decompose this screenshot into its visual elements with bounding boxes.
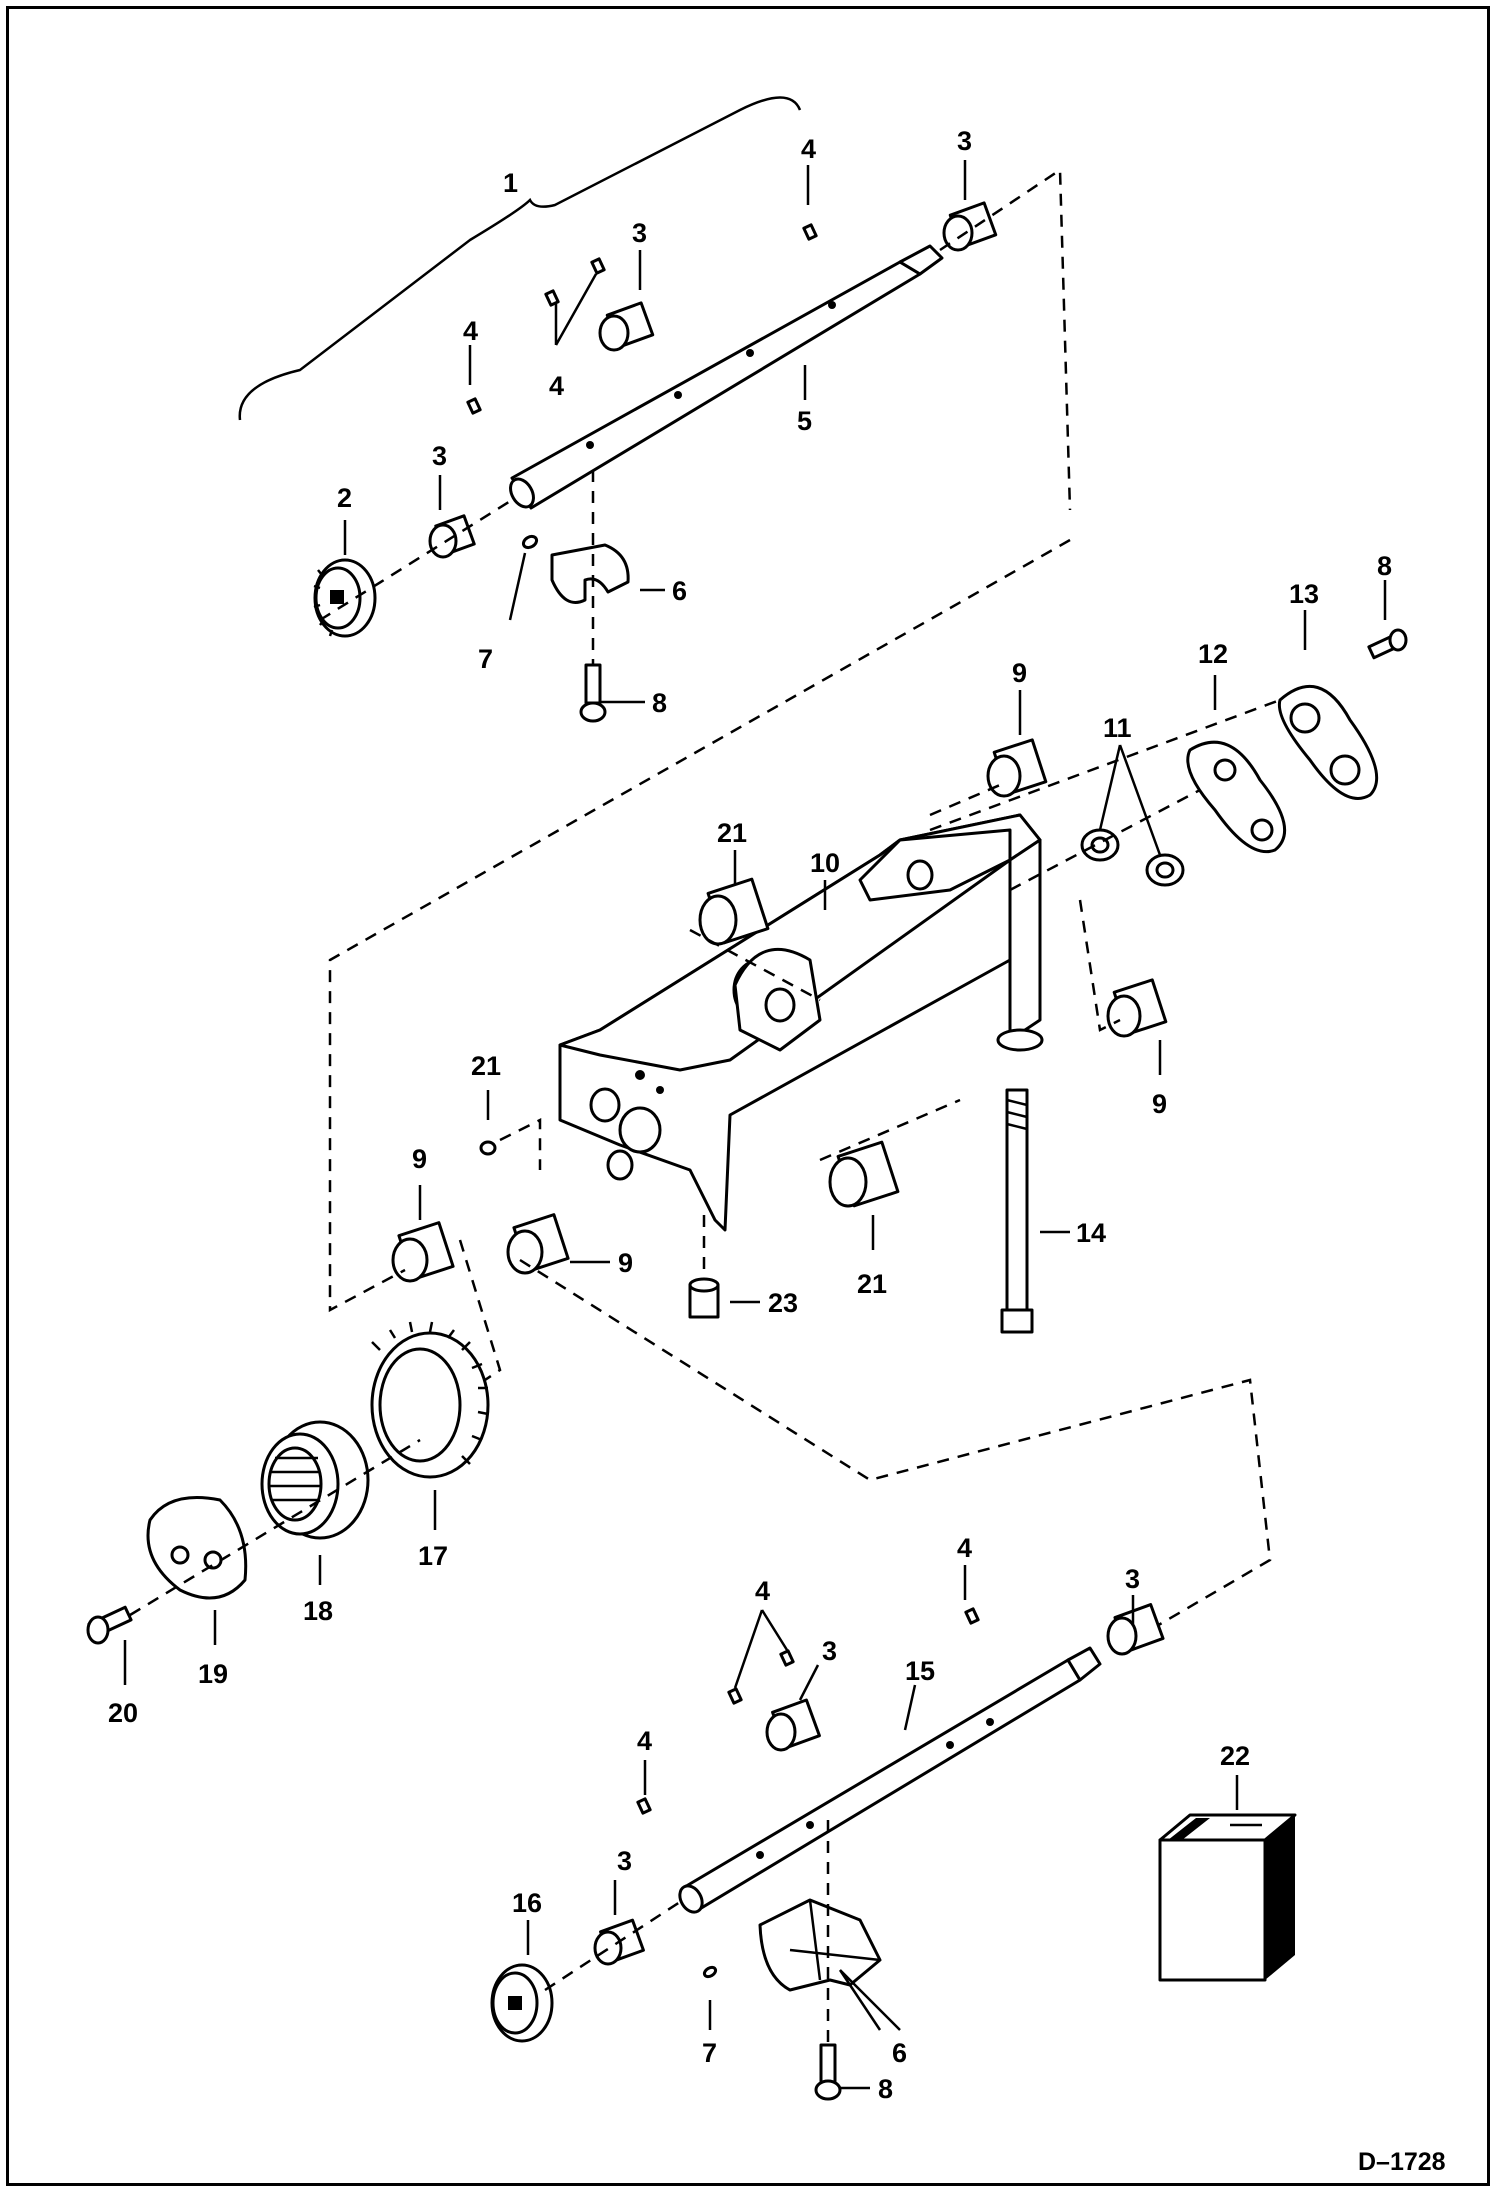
callout-6: 6 bbox=[672, 576, 687, 606]
callout-19: 19 bbox=[198, 1659, 228, 1689]
callout-17: 17 bbox=[418, 1541, 448, 1571]
gear-2-top bbox=[313, 558, 377, 638]
callout-7: 7 bbox=[702, 2038, 717, 2068]
callout-leaders bbox=[123, 160, 1387, 2090]
flange-13 bbox=[1277, 684, 1379, 800]
callout-7: 7 bbox=[478, 644, 493, 674]
callout-9: 9 bbox=[1012, 658, 1027, 688]
callout-3: 3 bbox=[822, 1636, 837, 1666]
callout-4: 4 bbox=[463, 316, 478, 346]
screw-8-bottom bbox=[814, 1820, 842, 2101]
callout-4: 4 bbox=[801, 134, 816, 164]
pin-21-small bbox=[479, 1140, 497, 1156]
callout-21: 21 bbox=[471, 1051, 501, 1081]
callout-5: 5 bbox=[797, 406, 812, 436]
key-7-top bbox=[508, 534, 539, 621]
callout-6: 6 bbox=[892, 2038, 907, 2068]
leader-housing-left bbox=[328, 538, 1071, 1313]
callout-15: 15 bbox=[905, 1656, 935, 1686]
callout-16: 16 bbox=[512, 1888, 542, 1918]
callout-3: 3 bbox=[957, 126, 972, 156]
callout-2: 2 bbox=[337, 483, 352, 513]
callout-13: 13 bbox=[1289, 579, 1319, 609]
cap-19 bbox=[146, 1496, 248, 1600]
bushing-3-bottom-left bbox=[593, 1918, 645, 1966]
callout-3: 3 bbox=[1125, 1564, 1140, 1594]
leader-bushing-21-top bbox=[689, 928, 821, 1002]
drawing-border bbox=[6, 6, 1490, 2186]
camshaft-bottom bbox=[678, 1646, 1102, 1914]
screw-20 bbox=[86, 1605, 133, 1645]
gear-17 bbox=[370, 1321, 490, 1479]
callout-8: 8 bbox=[652, 688, 667, 718]
callout-9: 9 bbox=[1152, 1089, 1167, 1119]
pins-4-top bbox=[466, 223, 818, 415]
bearing-9-right bbox=[1106, 978, 1168, 1038]
spacers-11 bbox=[1080, 828, 1185, 887]
callout-3: 3 bbox=[617, 1846, 632, 1876]
bushing-21-top bbox=[698, 877, 770, 946]
leader-housing-bottom bbox=[519, 1258, 1272, 1632]
callout-21: 21 bbox=[717, 818, 747, 848]
callout-4: 4 bbox=[957, 1533, 972, 1563]
callout-3: 3 bbox=[632, 218, 647, 248]
housing-10 bbox=[558, 813, 1044, 1232]
bearing-9-top bbox=[986, 738, 1048, 798]
pins-4-bottom bbox=[636, 1607, 980, 1815]
assembly-bracket-1 bbox=[238, 96, 802, 421]
screw-8-right bbox=[1367, 628, 1408, 660]
callout-labels: 1 2 3 3 3 4 4 4 5 6 7 8 8 9 9 9 9 10 11 … bbox=[108, 126, 1446, 2176]
camshaft-top bbox=[509, 244, 944, 510]
gear-16 bbox=[490, 1963, 554, 2043]
plate-12 bbox=[1186, 740, 1287, 854]
callout-10: 10 bbox=[810, 848, 840, 878]
callout-8: 8 bbox=[1377, 551, 1392, 581]
leader-top-shaft bbox=[319, 167, 1072, 622]
bushing-3-top-left bbox=[428, 514, 476, 559]
callout-11: 11 bbox=[1103, 713, 1132, 743]
callout-9: 9 bbox=[412, 1144, 427, 1174]
leader-bushing-21-bottom bbox=[819, 1098, 961, 1162]
key-7-bottom bbox=[702, 1965, 718, 1979]
lobe-6-bottom bbox=[758, 1898, 901, 2031]
leader-housing-right bbox=[1078, 899, 1121, 1032]
pin-23 bbox=[688, 1215, 720, 1319]
callout-1: 1 bbox=[503, 168, 518, 198]
callout-18: 18 bbox=[303, 1596, 333, 1626]
part-22-box bbox=[1158, 1813, 1297, 1982]
bolt-14 bbox=[1000, 1088, 1034, 1334]
bearing-9-center bbox=[506, 1213, 570, 1275]
leader-bottom-shaft bbox=[544, 1898, 684, 1992]
screw-8-top bbox=[579, 470, 607, 723]
lobe-6-top bbox=[550, 543, 630, 604]
callout-23: 23 bbox=[768, 1288, 798, 1318]
callout-20: 20 bbox=[108, 1698, 138, 1728]
callout-12: 12 bbox=[1198, 639, 1228, 669]
bushing-3-bottom-middle bbox=[765, 1698, 821, 1752]
callout-4: 4 bbox=[755, 1576, 770, 1606]
callout-3: 3 bbox=[432, 441, 447, 471]
bushing-3-top-middle bbox=[598, 301, 655, 352]
bushing-21-bottom bbox=[828, 1140, 900, 1208]
callout-21: 21 bbox=[857, 1269, 887, 1299]
bushing-3-bottom-right bbox=[1106, 1603, 1165, 1656]
callout-9: 9 bbox=[618, 1248, 633, 1278]
bushing-3-top-right bbox=[942, 201, 998, 252]
callout-4: 4 bbox=[637, 1726, 652, 1756]
bearing-18 bbox=[260, 1420, 370, 1540]
leader-pin-21 bbox=[499, 1117, 542, 1170]
callout-22: 22 bbox=[1220, 1741, 1250, 1771]
callout-14: 14 bbox=[1076, 1218, 1106, 1248]
drawing-code: D–1728 bbox=[1358, 2148, 1446, 2176]
leader-housing-top bbox=[929, 698, 1281, 892]
leader-left-stack bbox=[129, 1438, 421, 1617]
leader-gear-17 bbox=[458, 1239, 502, 1392]
callout-8: 8 bbox=[878, 2074, 893, 2104]
callout-4: 4 bbox=[549, 371, 564, 401]
